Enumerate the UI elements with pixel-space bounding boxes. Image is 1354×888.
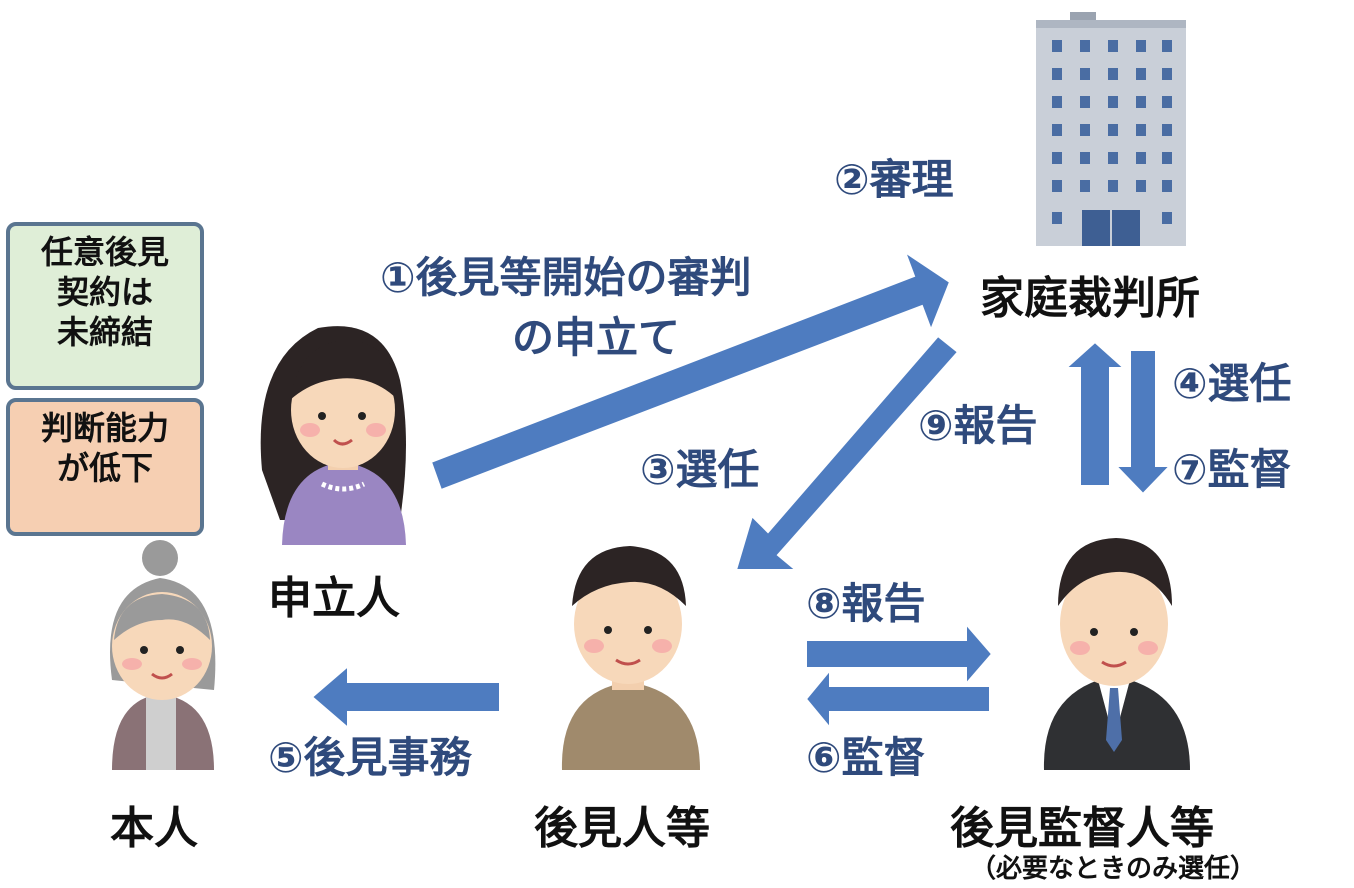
edge-label-3: ③選任 — [640, 445, 760, 494]
edge-label-2: ②審理 — [834, 155, 954, 204]
status-line: 未締結 — [56, 313, 153, 351]
arrow-court-to-guardian — [734, 334, 960, 571]
edge-label-5: ⑤後見事務 — [268, 733, 472, 782]
edge-label-4: ④選任 — [1172, 359, 1292, 408]
principal-label: 本人 — [110, 803, 198, 854]
applicant-label: 申立人 — [268, 573, 400, 624]
status-box-contract: 任意後見 契約は 未締結 — [6, 222, 204, 390]
edge-label-9: ⑨報告 — [918, 401, 1038, 450]
status-box-capacity: 判断能力 が低下 — [6, 398, 204, 536]
court-label: 家庭裁判所 — [980, 273, 1200, 324]
edge-label-7: ⑦監督 — [1172, 445, 1292, 494]
arrow-guardian-to-supervisor — [805, 621, 994, 687]
status-line: 契約は — [56, 273, 153, 311]
guardian-label: 後見人等 — [534, 803, 710, 854]
arrow-supervisor-to-court — [1063, 340, 1127, 487]
supervisor-note: （必要なときのみ選任） — [970, 854, 1257, 884]
arrow-guardian-to-principal — [310, 663, 501, 731]
status-line: が低下 — [56, 449, 153, 487]
woman-applicant-icon — [260, 326, 406, 545]
arrow-applicant-to-court — [429, 249, 952, 492]
edge-label-8: ⑧報告 — [806, 579, 926, 628]
arrow-supervisor-to-guardian — [804, 667, 991, 731]
man-in-suit-icon — [1043, 538, 1190, 770]
edge-label-1-line1: ①後見等開始の審判 — [380, 253, 752, 302]
arrow-court-to-supervisor — [1113, 349, 1173, 496]
edge-label-6: ⑥監督 — [806, 733, 926, 782]
man-guardian-icon — [561, 546, 700, 770]
edge-label-1-line2: の申立て — [512, 313, 681, 362]
status-line: 判断能力 — [40, 409, 169, 447]
supervisor-label: 後見監督人等 — [950, 803, 1214, 854]
status-line: 任意後見 — [40, 233, 169, 271]
office-building-icon — [1036, 12, 1186, 246]
elderly-woman-icon — [110, 540, 216, 770]
